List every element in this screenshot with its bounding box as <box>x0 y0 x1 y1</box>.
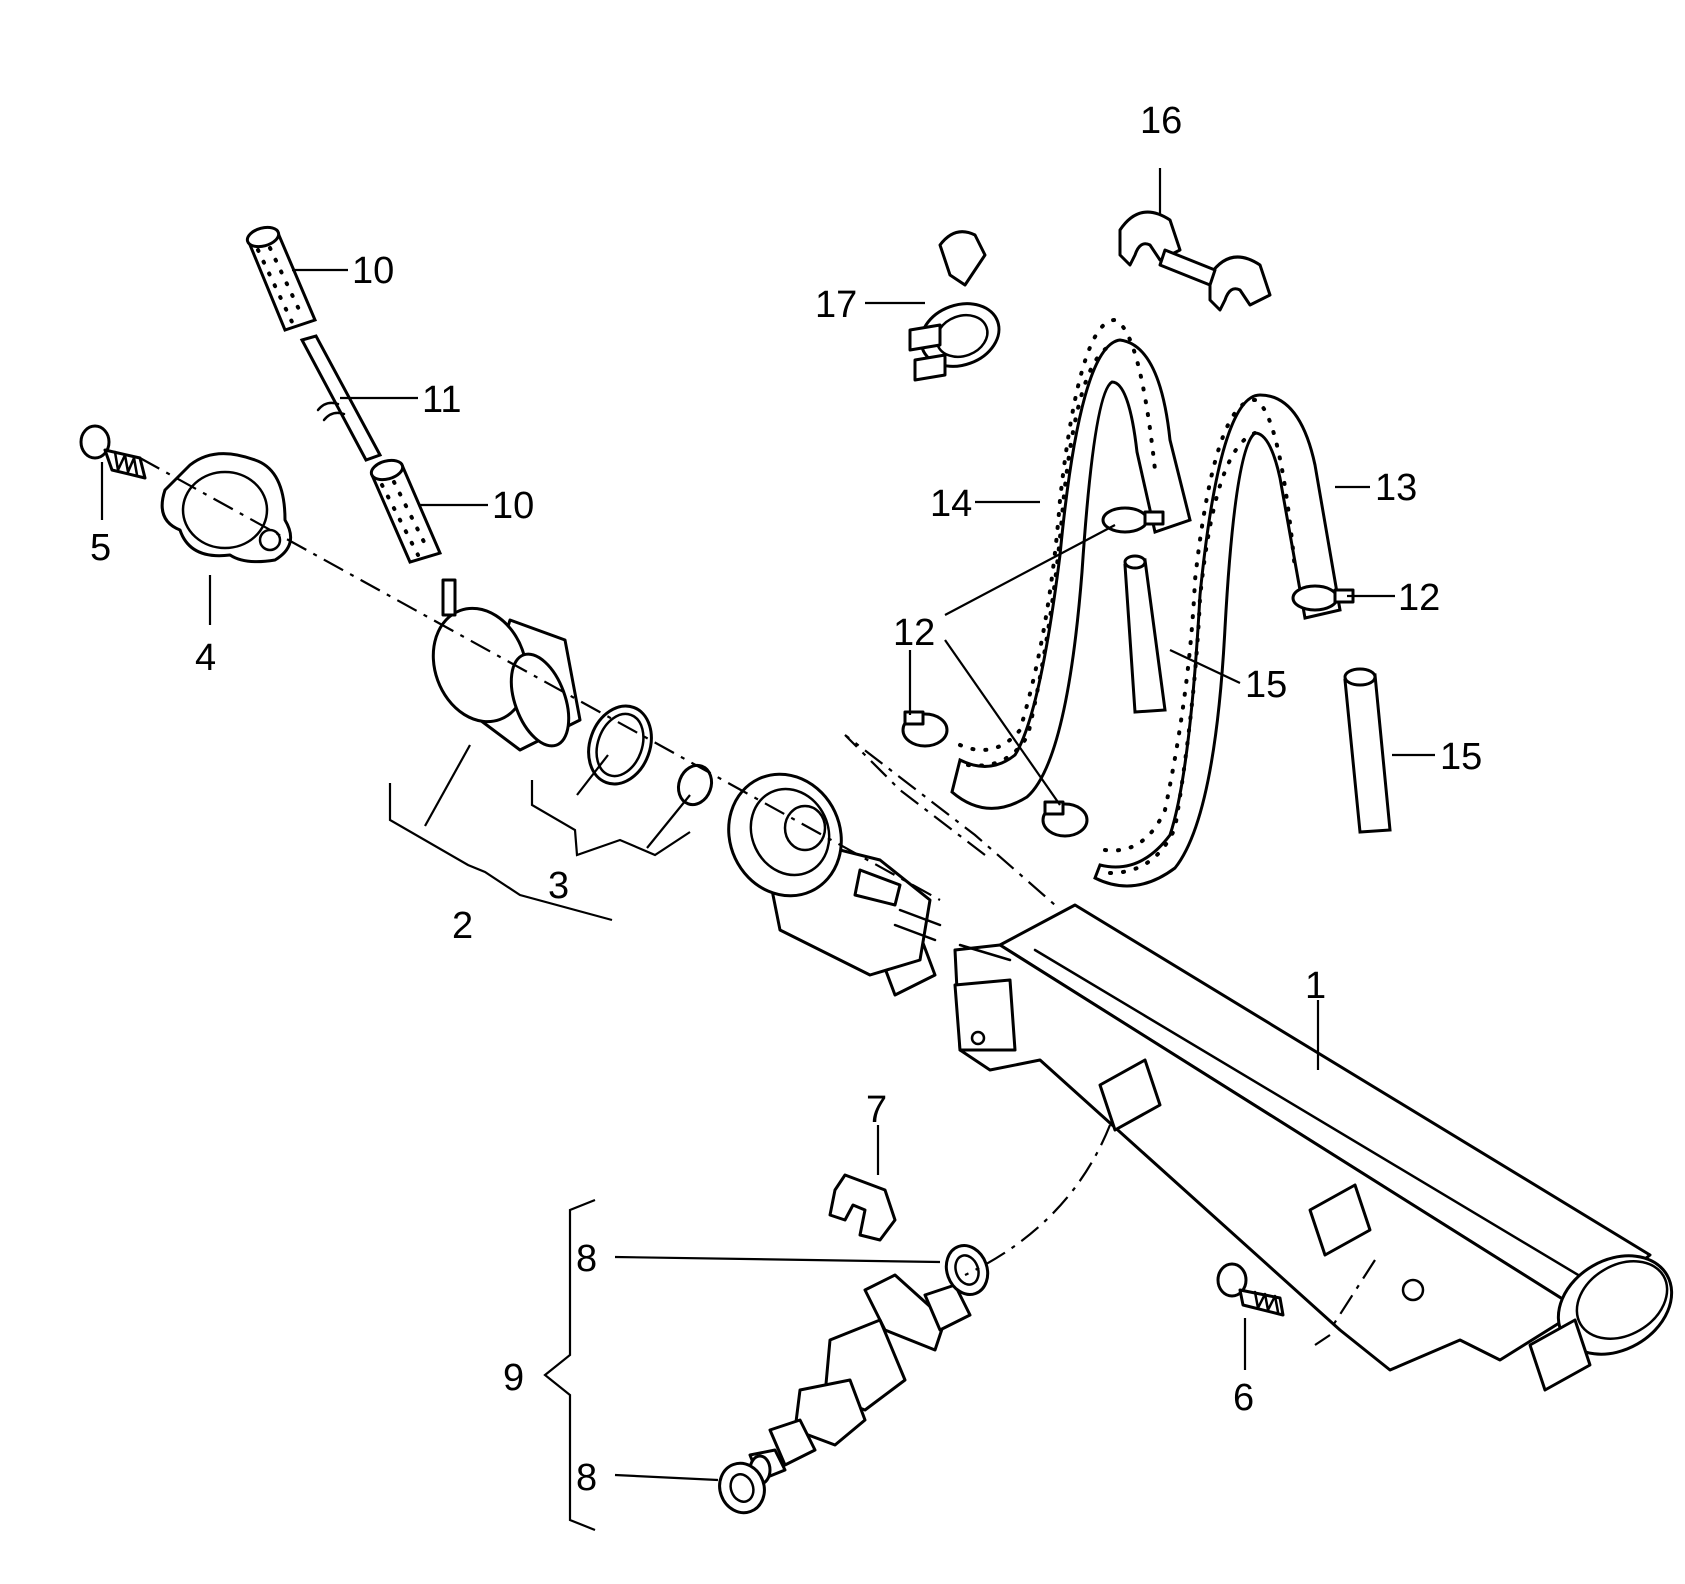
fuel-rail <box>878 903 1674 1392</box>
vacuum-hose-lower <box>369 458 443 564</box>
vacuum-hose-upper <box>245 225 318 332</box>
fuel-pipe-15b <box>1343 667 1392 834</box>
callout-8-upper: 8 <box>576 1238 597 1280</box>
callout-15-middle: 15 <box>1245 664 1287 706</box>
regulator-housing <box>727 772 1012 977</box>
hose-clamp-a <box>1101 506 1165 534</box>
callout-3: 3 <box>548 865 569 907</box>
callout-7: 7 <box>866 1089 887 1131</box>
hose-clamp-b <box>1291 584 1355 612</box>
callout-13: 13 <box>1375 467 1417 509</box>
gasket <box>160 452 293 564</box>
callout-2: 2 <box>452 905 473 947</box>
leader-lines <box>100 168 1435 1532</box>
callout-11: 11 <box>422 379 461 421</box>
callout-16: 16 <box>1140 100 1182 142</box>
bolt-5 <box>79 424 147 480</box>
callout-labels: 1 2 3 4 5 6 7 8 8 9 10 10 11 12 12 13 14… <box>90 100 1482 1499</box>
callout-1: 1 <box>1305 965 1326 1007</box>
callout-17: 17 <box>815 284 857 326</box>
retaining-clip <box>828 1173 897 1242</box>
pressure-regulator <box>431 578 582 752</box>
double-hose-clip <box>1118 210 1272 312</box>
callout-10-upper: 10 <box>352 250 394 292</box>
hose-clamp-c <box>901 710 949 748</box>
fuel-injector <box>748 1273 972 1486</box>
injector-seal-lower <box>718 1461 766 1515</box>
o-ring-large <box>587 704 653 786</box>
assembly-centerlines <box>139 457 1376 1331</box>
callout-15-right: 15 <box>1440 736 1482 778</box>
fuel-hose-13 <box>1093 393 1342 888</box>
callout-4: 4 <box>195 637 216 679</box>
callout-8-lower: 8 <box>576 1457 597 1499</box>
callout-12-right: 12 <box>1398 577 1440 619</box>
hose-holder-clamp <box>908 230 1001 382</box>
callout-10-lower: 10 <box>492 485 534 527</box>
callout-5: 5 <box>90 527 111 569</box>
o-ring-small <box>676 763 714 807</box>
bolt-6 <box>1216 1262 1285 1317</box>
fuel-hose-14 <box>950 317 1192 810</box>
callout-12-left: 12 <box>893 612 935 654</box>
callout-14: 14 <box>930 483 972 525</box>
callout-6: 6 <box>1233 1377 1254 1419</box>
injector-seal-upper <box>944 1244 990 1296</box>
callout-9: 9 <box>503 1357 524 1399</box>
fuel-pipe-15a <box>1123 554 1167 714</box>
hose-clamp-d <box>1041 800 1089 838</box>
